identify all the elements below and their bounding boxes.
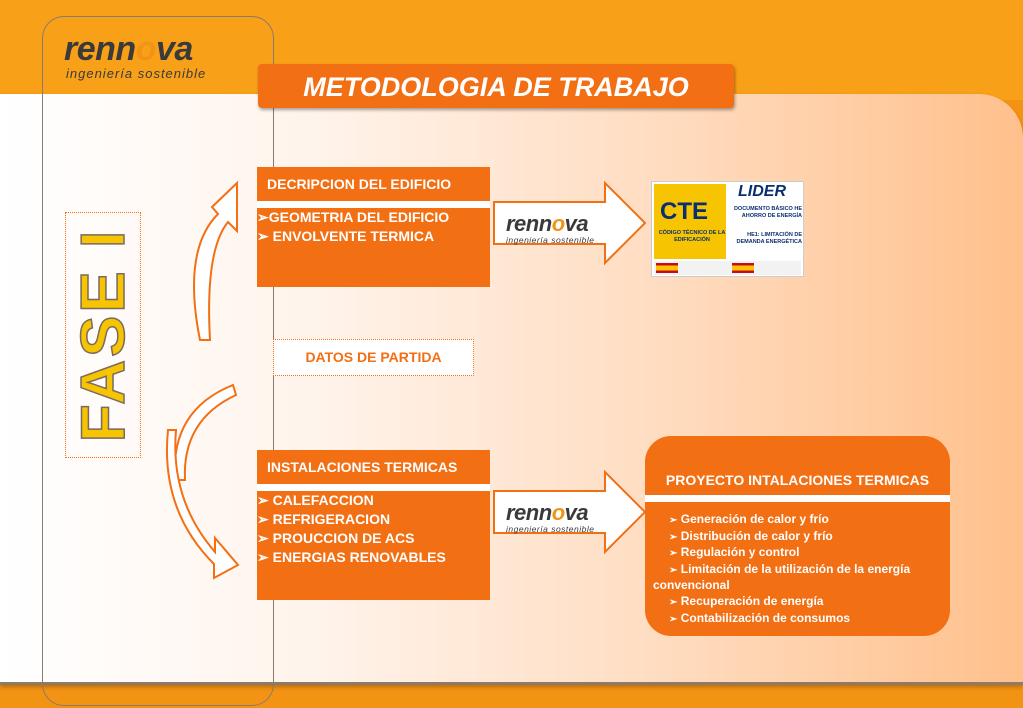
list-item: ➢ REFRIGERACION (257, 511, 391, 527)
bottom-line (0, 682, 1023, 685)
logo-tagline: ingeniería sostenible (66, 66, 207, 81)
thermal-installations-box: INSTALACIONES TERMICAS ➢ CALEFACCION ➢ R… (257, 450, 490, 600)
curved-arrow-upper (193, 180, 238, 341)
list-item: ➢ CALEFACCION (257, 492, 374, 508)
ministry-logos-strip (654, 261, 801, 275)
list-item: ➢ Limitación de la utilización de la ene… (653, 561, 911, 593)
list-item: ➢GEOMETRIA DEL EDIFICIO (257, 209, 450, 225)
right-arrow-upper (493, 180, 647, 266)
cte-lider-logo: CTE CÓDIGO TÉCNICO DE LA EDIFICACIÓN LID… (651, 181, 804, 277)
logo-wordmark: rennova (506, 211, 589, 236)
logo-tagline: ingeniería sostenible (506, 524, 595, 534)
cte-text: CTE (660, 198, 708, 225)
datos-de-partida-label: DATOS DE PARTIDA (273, 339, 474, 376)
phase-label-text: FASE I (69, 228, 138, 442)
list-item: ➢ Regulación y control (669, 545, 800, 560)
list-item: ➢ ENERGIAS RENOVABLES (257, 549, 446, 565)
proyecto-items: ➢ Generación de calor y frío ➢ Distribuc… (645, 502, 950, 627)
list-item: ➢ ENVOLVENTE TERMICA (257, 228, 435, 244)
proyecto-header: PROYECTO INTALACIONES TERMICAS (665, 472, 930, 488)
building-description-header: DECRIPCION DEL EDIFICIO (267, 176, 452, 192)
list-item: ➢ Distribución de calor y frío (669, 528, 833, 543)
box-separator (257, 484, 490, 491)
rennova-logo-small: rennova ingeniería sostenible (506, 213, 616, 253)
spain-flag-icon (732, 263, 754, 273)
lider-he1-text: HE1: LIMITACIÓN DE DEMANDA ENERGÉTICA (736, 232, 803, 245)
logo-wordmark: rennova (64, 30, 193, 68)
lider-text: LIDER (738, 183, 786, 200)
list-item: ➢ Recuperación de energía (669, 593, 824, 608)
lider-document-text: DOCUMENTO BÁSICO HE AHORRO DE ENERGÍA (733, 206, 802, 219)
cte-badge: CTE CÓDIGO TÉCNICO DE LA EDIFICACIÓN (654, 184, 726, 259)
list-item: ➢ PROUCCION DE ACS (257, 530, 415, 546)
cte-subtitle: CÓDIGO TÉCNICO DE LA EDIFICACIÓN (658, 230, 726, 243)
installation-items: ➢ CALEFACCION ➢ REFRIGERACION ➢ PROUCCIO… (257, 491, 490, 567)
spain-flag-icon (656, 263, 678, 273)
proyecto-instalaciones-box: PROYECTO INTALACIONES TERMICAS ➢ Generac… (645, 436, 950, 636)
rennova-logo: rennova ingeniería sostenible (64, 32, 254, 82)
building-description-box: DECRIPCION DEL EDIFICIO ➢GEOMETRIA DEL E… (257, 167, 490, 287)
thermal-installations-header: INSTALACIONES TERMICAS (267, 459, 458, 475)
box-separator (257, 201, 490, 208)
phase-label: FASE I (68, 227, 139, 443)
curved-arrow-lower (166, 429, 240, 580)
curved-arrow-middle (173, 383, 238, 481)
box-separator (645, 495, 950, 502)
logo-wordmark: rennova (506, 500, 589, 525)
logo-tagline: ingeniería sostenible (506, 235, 595, 245)
list-item: ➢ Contabilización de consumos (669, 610, 851, 625)
slide-title: METODOLOGIA DE TRABAJO (258, 64, 734, 108)
list-item: ➢ Generación de calor y frío (669, 512, 829, 526)
building-items: ➢GEOMETRIA DEL EDIFICIO ➢ ENVOLVENTE TER… (257, 208, 490, 246)
right-arrow-lower (493, 469, 647, 555)
phase-box (65, 212, 141, 458)
rennova-logo-small: rennova ingeniería sostenible (506, 502, 616, 542)
